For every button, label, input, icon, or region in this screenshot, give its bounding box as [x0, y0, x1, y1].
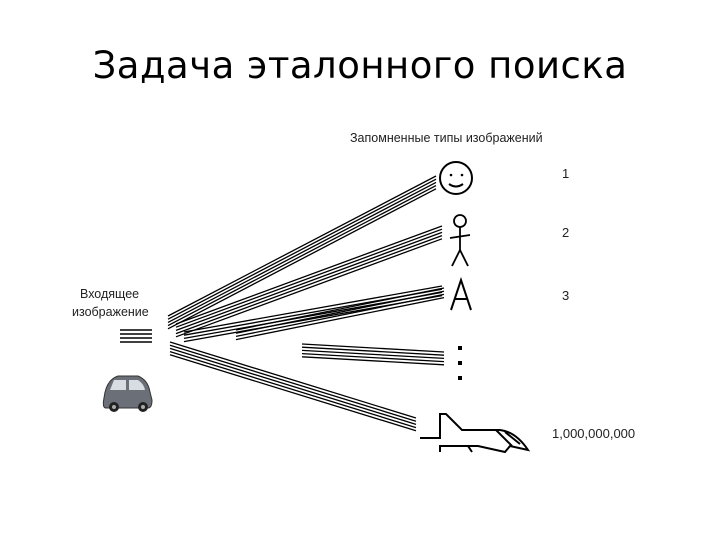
match-line-1-3 — [167, 181, 437, 323]
match-line-2-4 — [175, 234, 443, 335]
match-line-6-2 — [169, 344, 417, 422]
car-icon — [102, 375, 153, 412]
match-lines — [167, 175, 445, 432]
match-line-6-5 — [169, 354, 417, 432]
match-line-3-1 — [183, 285, 443, 333]
match-line-5-1 — [301, 343, 445, 353]
match-line-4-2 — [235, 290, 445, 334]
match-line-2-3 — [175, 231, 443, 332]
match-line-2-1 — [175, 225, 443, 325]
item-number-2: 2 — [562, 225, 569, 240]
match-line-4-3 — [235, 293, 445, 338]
match-line-6-1 — [169, 341, 417, 419]
stick-figure-icon — [449, 214, 471, 267]
match-line-5-2 — [301, 346, 445, 356]
letter-a-icon — [450, 276, 472, 311]
match-line-5-4 — [301, 352, 445, 363]
item-number-3: 3 — [562, 288, 569, 303]
match-line-4-1 — [235, 287, 445, 331]
input-label-line1: Входящее — [80, 287, 139, 301]
match-line-1-5 — [167, 188, 437, 330]
slide-title: Задача эталонного поиска — [92, 44, 628, 87]
smiley-face-icon — [439, 161, 473, 195]
match-line-5-3 — [301, 349, 445, 360]
match-line-5-5 — [301, 356, 445, 366]
input-stack-icon — [120, 329, 152, 343]
match-line-2-5 — [175, 238, 443, 338]
match-line-1-2 — [167, 178, 437, 320]
airplane-icon — [420, 413, 531, 454]
match-line-6-4 — [169, 350, 417, 429]
match-line-4-4 — [235, 296, 445, 341]
match-line-1-4 — [167, 185, 437, 327]
input-label-line2: изображение — [72, 305, 149, 319]
match-line-1-1 — [167, 175, 437, 317]
vertical-ellipsis-icon — [458, 346, 462, 380]
match-line-6-3 — [169, 347, 417, 426]
item-number-1: 1 — [562, 166, 569, 181]
match-line-2-2 — [175, 228, 443, 328]
item-number-last: 1,000,000,000 — [552, 426, 635, 441]
memorized-types-label: Запомненные типы изображений — [350, 131, 543, 145]
